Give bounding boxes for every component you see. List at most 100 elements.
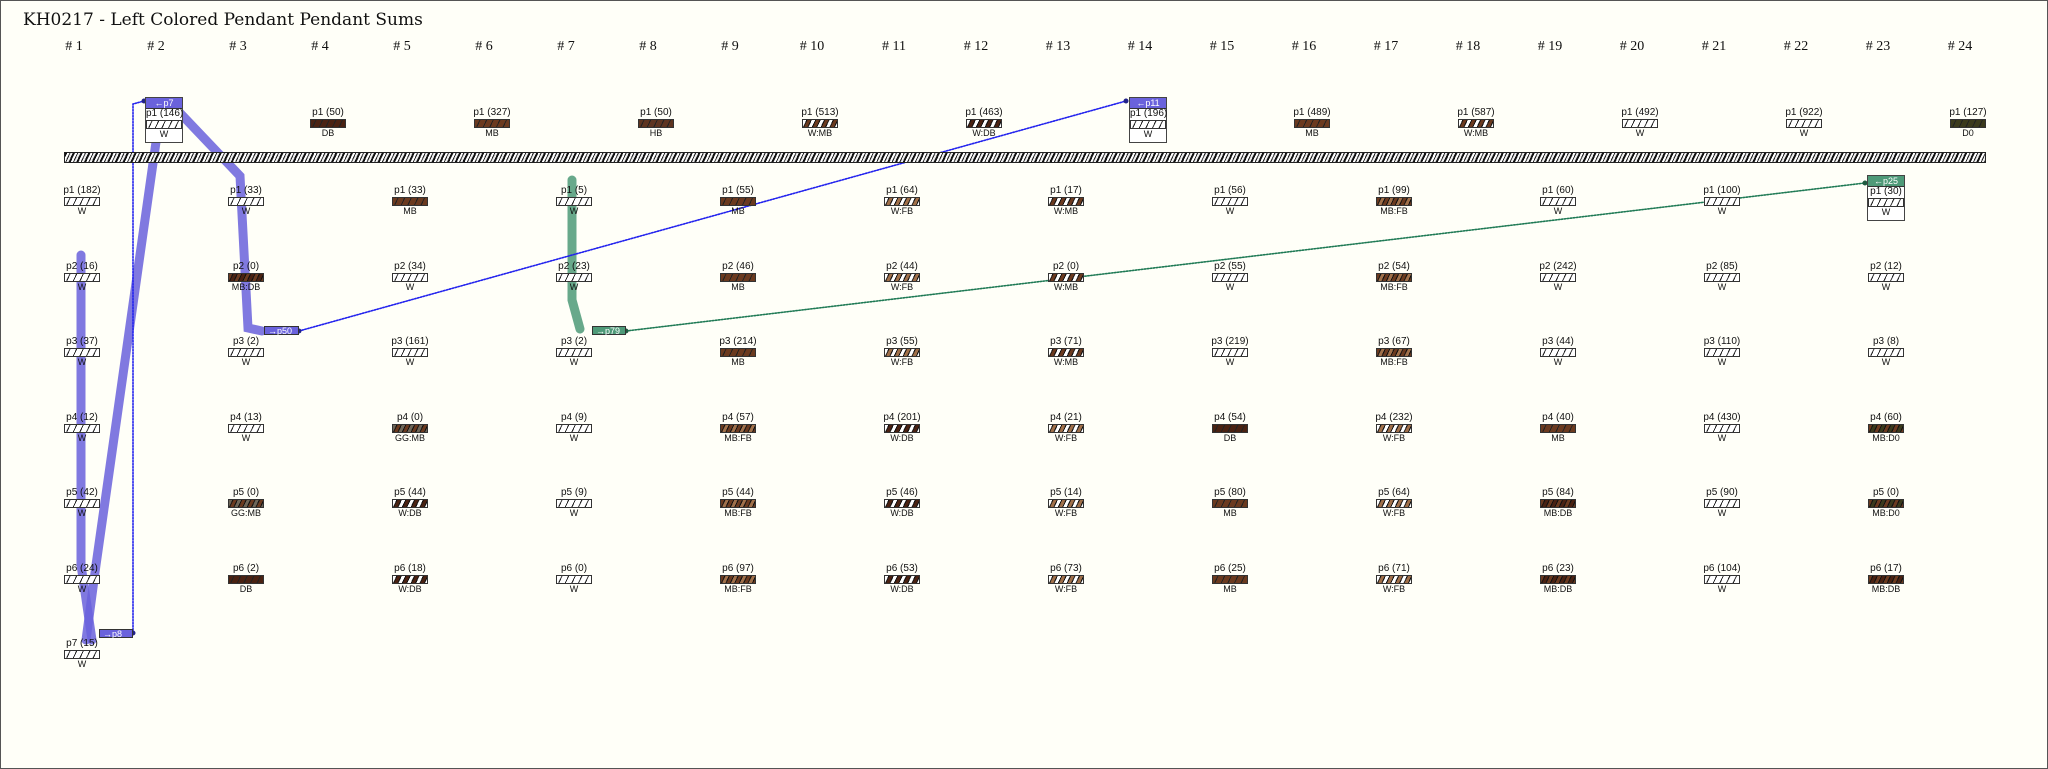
pendant-cord[interactable]: p1 (922)W xyxy=(1784,108,1824,139)
pendant-cord[interactable]: p1 (489)MB xyxy=(1292,108,1332,139)
pointer-tag[interactable]: →p8 xyxy=(99,629,133,639)
pendant-cord[interactable]: p1 (492)W xyxy=(1620,108,1660,139)
pendant-cord[interactable]: p1 (33)MB xyxy=(390,186,430,217)
pendant-cord[interactable]: p3 (214)MB xyxy=(718,337,758,368)
pendant-cord[interactable]: p4 (430)W xyxy=(1702,411,1742,444)
pendant-cord[interactable]: p4 (60)MB:D0 xyxy=(1866,412,1906,444)
cord-group-header: # 19 xyxy=(1537,39,1563,54)
pendant-cord[interactable]: p1 (60)W xyxy=(1538,186,1578,217)
pendant-cord[interactable]: p1 (99)MB:FB xyxy=(1374,186,1414,217)
pendant-cord[interactable]: p1 (50)HB xyxy=(636,108,676,139)
pendant-cord[interactable]: p2 (0)W:MB xyxy=(1046,261,1086,293)
pendant-cord[interactable]: p3 (37)W xyxy=(62,337,102,368)
pendant-cord[interactable]: p1 (55)MB xyxy=(718,186,758,217)
pendant-cord[interactable]: p3 (67)MB:FB xyxy=(1374,337,1414,368)
pendant-cord[interactable]: p6 (53)W:DB xyxy=(882,563,922,595)
pendant-cord[interactable]: p2 (85)W xyxy=(1702,261,1742,293)
pendant-cord[interactable]: p4 (21)W:FB xyxy=(1046,412,1086,444)
pendant-cord[interactable]: p4 (54)DB xyxy=(1210,412,1250,444)
pendant-cord[interactable]: p4 (232)W:FB xyxy=(1374,412,1414,444)
pendant-cord[interactable]: p5 (46)W:DB xyxy=(882,488,922,519)
cord-label: p4 (430) xyxy=(1703,411,1741,423)
pendant-cord[interactable]: p3 (44)W xyxy=(1538,337,1578,368)
pendant-cord[interactable]: p2 (44)W:FB xyxy=(882,261,922,293)
pendant-cord[interactable]: p5 (90)W xyxy=(1702,488,1742,519)
pendant-cord[interactable]: p6 (17)MB:DB xyxy=(1866,563,1906,595)
pendant-cord[interactable]: p5 (0)MB:D0 xyxy=(1866,488,1906,519)
pendant-cord[interactable]: p1 (182)W xyxy=(62,186,102,217)
pendant-cord[interactable]: p4 (0)GG:MB xyxy=(390,412,430,444)
pendant-cord[interactable]: p2 (16)W xyxy=(62,261,102,293)
pendant-cord[interactable]: p2 (55)W xyxy=(1210,261,1250,293)
pendant-cord[interactable]: p1 (64)W:FB xyxy=(882,186,922,217)
pendant-cord[interactable]: p1 (127)D0 xyxy=(1948,108,1988,139)
pendant-cord[interactable]: p2 (23)W xyxy=(554,261,594,293)
pendant-cord[interactable]: p5 (14)W:FB xyxy=(1046,488,1086,519)
pendant-cord[interactable]: p5 (80)MB xyxy=(1210,488,1250,519)
pendant-cord[interactable]: p3 (8)W xyxy=(1866,337,1906,368)
pendant-cord[interactable]: p1 (327)MB xyxy=(472,108,512,139)
pendant-cord[interactable]: p4 (201)W:DB xyxy=(882,412,922,444)
cord-label: p3 (2) xyxy=(232,336,260,347)
pendant-cord[interactable]: p2 (242)W xyxy=(1538,261,1578,293)
pendant-cord[interactable]: p4 (57)MB:FB xyxy=(718,412,758,444)
pendant-cord[interactable]: p3 (219)W xyxy=(1210,337,1250,368)
pendant-cord[interactable]: p5 (44)W:DB xyxy=(390,488,430,519)
pendant-cord[interactable]: p5 (9)W xyxy=(554,488,594,519)
pendant-cord[interactable]: p1 (17)W:MB xyxy=(1046,186,1086,217)
cord-color-code: W xyxy=(241,206,251,216)
pendant-cord[interactable]: p5 (42)W xyxy=(62,488,102,519)
pointer-tag[interactable]: ←p11 xyxy=(1130,98,1166,109)
pendant-cord[interactable]: p2 (12)W xyxy=(1866,261,1906,293)
pendant-cord[interactable]: p6 (23)MB:DB xyxy=(1538,563,1578,595)
pendant-cord[interactable]: p6 (25)MB xyxy=(1210,563,1250,595)
pendant-cord[interactable]: p1 (5)W xyxy=(554,186,594,217)
pendant-cord[interactable]: p6 (24)W xyxy=(62,563,102,595)
pendant-cord[interactable]: p4 (9)W xyxy=(554,412,594,444)
pointer-tag[interactable]: →p79 xyxy=(592,326,626,336)
pendant-cord[interactable]: p1 (100)W xyxy=(1702,186,1742,217)
pendant-cord[interactable]: p5 (0)GG:MB xyxy=(226,488,266,519)
pendant-cord[interactable]: p5 (64)W:FB xyxy=(1374,488,1414,519)
pendant-cord[interactable]: p2 (54)MB:FB xyxy=(1374,261,1414,293)
pendant-cord[interactable]: p6 (2)DB xyxy=(226,563,266,595)
pendant-cord[interactable]: p6 (104)W xyxy=(1702,563,1742,595)
pendant-cord[interactable]: p3 (55)W:FB xyxy=(882,337,922,368)
pendant-cord[interactable]: p3 (110)W xyxy=(1702,337,1742,368)
pointer-tag[interactable]: →p50 xyxy=(264,326,299,336)
pendant-cord[interactable]: p1 (587)W:MB xyxy=(1456,108,1496,139)
pendant-cord[interactable]: p5 (44)MB:FB xyxy=(718,488,758,519)
pendant-cord[interactable]: p6 (97)MB:FB xyxy=(718,563,758,595)
pendant-cord[interactable]: p6 (0)W xyxy=(554,563,594,595)
pendant-cord[interactable]: p6 (18)W:DB xyxy=(390,563,430,595)
pendant-cord[interactable]: p1 (56)W xyxy=(1210,186,1250,217)
pendant-cord[interactable]: p7 (15)W xyxy=(62,639,102,670)
pendant-cord[interactable]: p4 (40)MB xyxy=(1538,412,1578,444)
pendant-cord[interactable]: p3 (161)W xyxy=(390,337,430,368)
cord-color-code: W:MB xyxy=(1053,281,1079,292)
cord-group-header: # 16 xyxy=(1291,39,1317,54)
cord-color-bar xyxy=(1540,197,1576,206)
pendant-cord[interactable]: p6 (73)W:FB xyxy=(1046,563,1086,595)
pendant-cord[interactable]: p1 (513)W:MB xyxy=(800,108,840,139)
pendant-cord[interactable]: p3 (2)W xyxy=(226,337,266,368)
cord-color-bar xyxy=(1950,119,1986,128)
pendant-cord[interactable]: p4 (12)W xyxy=(62,412,102,444)
pendant-cord[interactable]: p2 (46)MB xyxy=(718,261,758,293)
pendant-cord[interactable]: p2 (0)MB:DB xyxy=(226,261,266,293)
pendant-cord[interactable]: p1 (50)DB xyxy=(308,108,348,139)
pendant-cord[interactable]: p4 (13)W xyxy=(226,412,266,444)
pendant-cord[interactable]: p6 (71)W:FB xyxy=(1374,563,1414,595)
pendant-cord[interactable]: p2 (34)W xyxy=(390,261,430,293)
pendant-cord[interactable]: p5 (84)MB:DB xyxy=(1538,488,1578,519)
pointer-tag[interactable]: ←p25 xyxy=(1868,176,1904,187)
pendant-cord[interactable]: p1 (33)W xyxy=(226,186,266,217)
pendant-cord[interactable]: p3 (71)W:MB xyxy=(1046,337,1086,368)
pendant-cord[interactable]: p1 (463)W:DB xyxy=(964,108,1004,139)
cord-color-code: MB:FB xyxy=(724,583,752,594)
pendant-cord[interactable]: p3 (2)W xyxy=(554,337,594,368)
pointer-tag[interactable]: ←p7 xyxy=(146,98,182,109)
